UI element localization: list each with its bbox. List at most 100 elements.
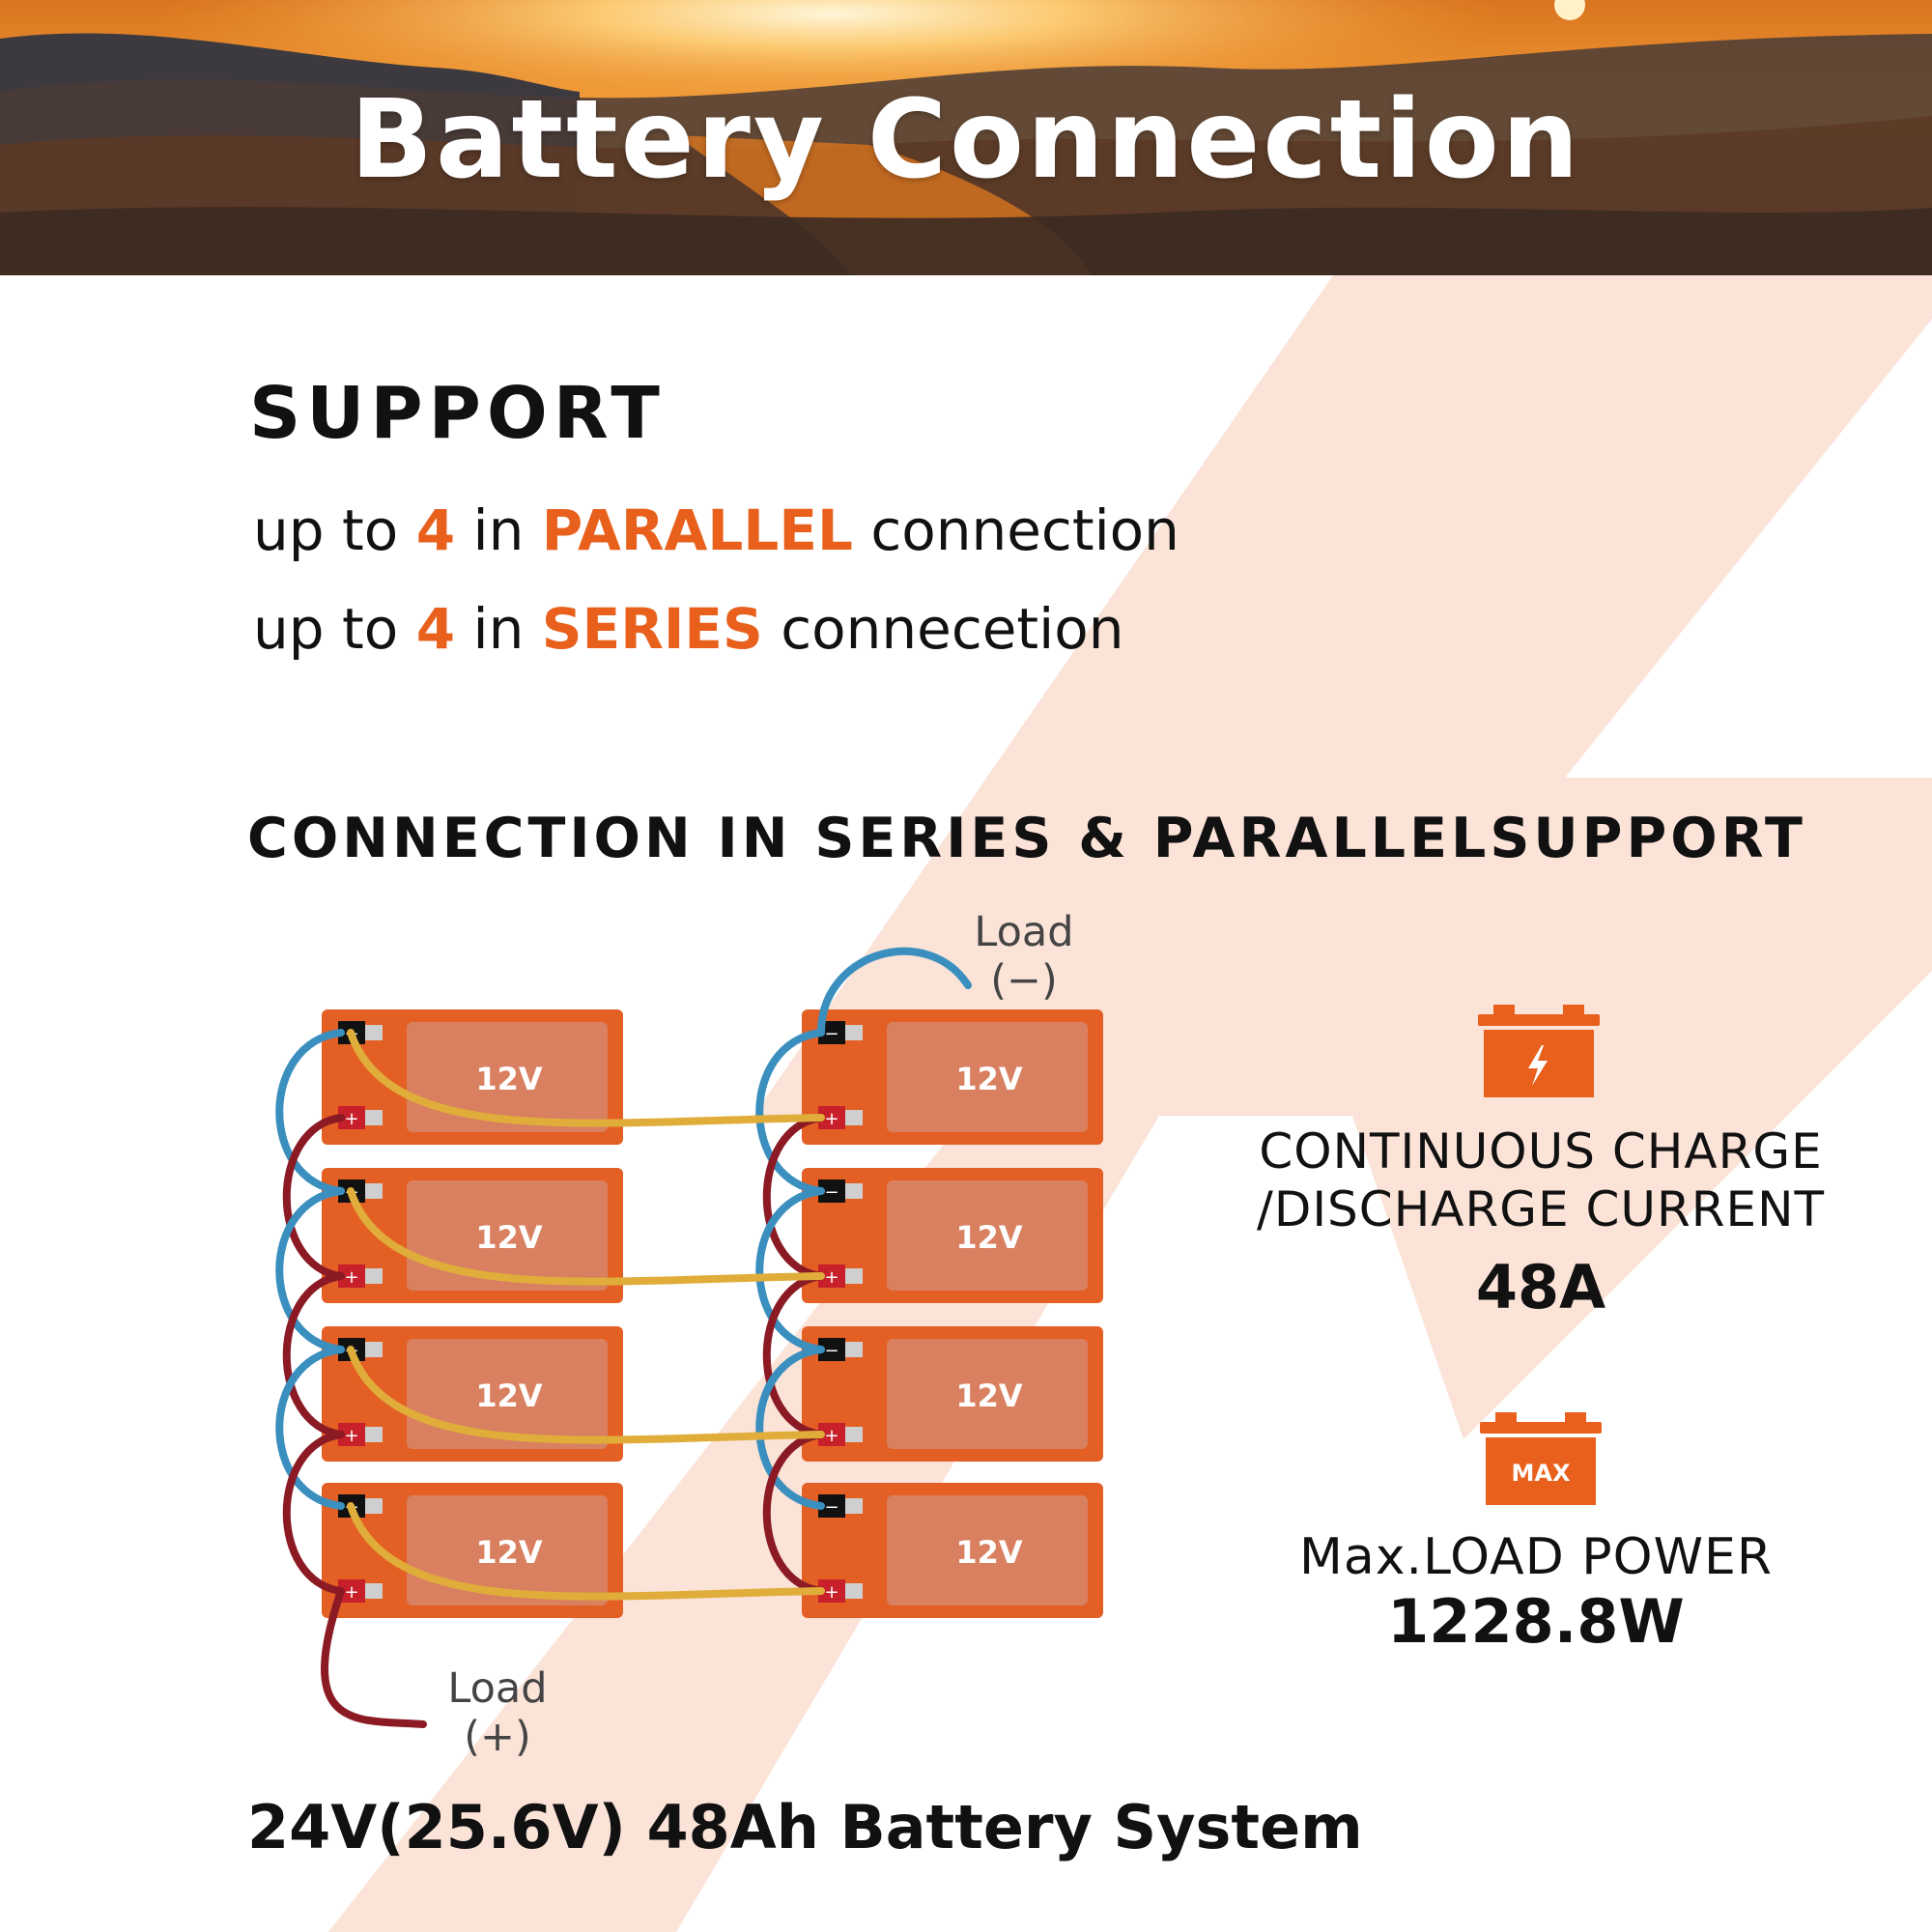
load-negative-sign: (−) [990, 956, 1058, 1005]
battery: 12V−+ [322, 1168, 623, 1303]
battery-voltage-label: 12V [475, 1378, 543, 1414]
positive-parallel-wire [762, 1114, 825, 1280]
line-middle: in [455, 497, 542, 563]
negative-symbol: − [824, 1341, 838, 1361]
line-prefix: up to [253, 497, 416, 563]
negative-parallel-wire [275, 1187, 345, 1353]
battery-panel [407, 1339, 608, 1449]
positive-parallel-wire [762, 1431, 825, 1595]
battery-panel [407, 1180, 608, 1291]
connection-section-heading: CONNECTION IN SERIES & PARALLELSUPPORT [247, 807, 1806, 870]
negative-parallel-wire [275, 1029, 345, 1195]
series-link-wire [347, 1187, 825, 1286]
terminal-stud [365, 1110, 383, 1125]
positive-symbol: + [824, 1267, 838, 1288]
positive-symbol: + [344, 1582, 358, 1603]
terminal-stud [365, 1268, 383, 1284]
load-positive-wire [321, 1587, 427, 1728]
terminal-stud [845, 1427, 863, 1442]
series-mode: SERIES [541, 596, 763, 662]
parallel-count: 4 [415, 497, 456, 563]
power-spec: Max.LOAD POWER 1228.8W [1256, 1528, 1816, 1657]
negative-parallel-wire [755, 1346, 825, 1510]
current-spec: CONTINUOUS CHARGE /DISCHARGE CURRENT 48A [1256, 1122, 1826, 1322]
battery-voltage-label: 12V [475, 1219, 543, 1256]
parallel-mode: PARALLEL [541, 497, 853, 563]
terminal-stud [365, 1342, 383, 1357]
negative-symbol: − [824, 1182, 838, 1203]
series-link-wire [347, 1502, 825, 1601]
battery-panel [887, 1339, 1088, 1449]
power-label: Max.LOAD POWER [1299, 1528, 1773, 1586]
line-suffix: connection [852, 497, 1179, 563]
series-count: 4 [415, 596, 456, 662]
negative-symbol: − [824, 1024, 838, 1044]
load-negative-label: Load (−) [956, 908, 1092, 1005]
load-negative-text: Load [974, 908, 1074, 956]
sunset-landscape-image [0, 0, 1932, 275]
negative-parallel-wire [755, 1029, 825, 1195]
positive-symbol: + [824, 1426, 838, 1446]
load-positive-sign: (+) [464, 1713, 531, 1761]
positive-symbol: + [344, 1109, 358, 1129]
battery-voltage-label: 12V [475, 1534, 543, 1571]
positive-parallel-wire [282, 1431, 345, 1595]
support-heading: SUPPORT [249, 372, 666, 455]
terminal-stud [365, 1498, 383, 1514]
battery-panel [887, 1495, 1088, 1605]
series-support-line: up to 4 in SERIES connecetion [253, 596, 1124, 662]
terminal-stud [845, 1268, 863, 1284]
line-suffix: connecetion [762, 596, 1124, 662]
battery-panel [407, 1495, 608, 1605]
terminal-stud [845, 1110, 863, 1125]
terminal-stud [845, 1183, 863, 1199]
parallel-support-line: up to 4 in PARALLEL connection [253, 497, 1179, 563]
current-label-line1: CONTINUOUS CHARGE [1259, 1123, 1823, 1179]
battery-grid: 12V−+12V−+12V−+12V−+12V−+12V−+12V−+12V−+ [322, 1009, 1103, 1618]
line-prefix: up to [253, 596, 416, 662]
battery-panel [887, 1180, 1088, 1291]
current-value: 48A [1475, 1252, 1606, 1322]
battery: 12V−+ [322, 1009, 623, 1145]
positive-symbol: + [344, 1426, 358, 1446]
load-positive-text: Load [447, 1664, 548, 1713]
positive-symbol: + [824, 1582, 838, 1603]
terminal-stud [365, 1427, 383, 1442]
load-negative-wire [817, 947, 972, 1037]
page-title: Battery Connection [350, 77, 1582, 203]
load-positive-label: Load (+) [430, 1664, 565, 1761]
battery: 12V − + [802, 1483, 1103, 1618]
terminal-stud [845, 1498, 863, 1514]
battery-panel [887, 1022, 1088, 1132]
terminal-stud [365, 1183, 383, 1199]
positive-parallel-wire [282, 1272, 345, 1438]
battery-panel [407, 1022, 608, 1132]
series-link-wire [347, 1029, 825, 1127]
battery-voltage-label: 12V [475, 1061, 543, 1097]
terminal-stud [365, 1025, 383, 1040]
battery: 12V−+ [322, 1326, 623, 1462]
negative-parallel-wire [755, 1187, 825, 1353]
battery-system-label: 24V(25.6V) 48Ah Battery System [247, 1792, 1363, 1862]
battery: 12V−+ [802, 1168, 1103, 1303]
battery-voltage-label: 12V [955, 1534, 1023, 1571]
wires [275, 947, 972, 1728]
battery-charge-icon [1478, 1005, 1600, 1097]
negative-symbol: − [824, 1497, 838, 1518]
terminal-stud [845, 1583, 863, 1599]
series-link-wire [347, 1346, 825, 1444]
negative-parallel-wire [275, 1346, 345, 1510]
terminal-stud [845, 1342, 863, 1357]
positive-symbol: + [344, 1267, 358, 1288]
current-label-line2: /DISCHARGE CURRENT [1256, 1181, 1826, 1237]
positive-parallel-wire [762, 1272, 825, 1438]
battery: 12V−+ [802, 1009, 1103, 1145]
max-badge-text: MAX [1512, 1460, 1571, 1487]
terminal-stud [845, 1025, 863, 1040]
battery-voltage-label: 12V [955, 1061, 1023, 1097]
power-value: 1228.8W [1387, 1586, 1685, 1657]
terminal-stud [365, 1583, 383, 1599]
battery-max-icon: MAX [1480, 1412, 1602, 1505]
